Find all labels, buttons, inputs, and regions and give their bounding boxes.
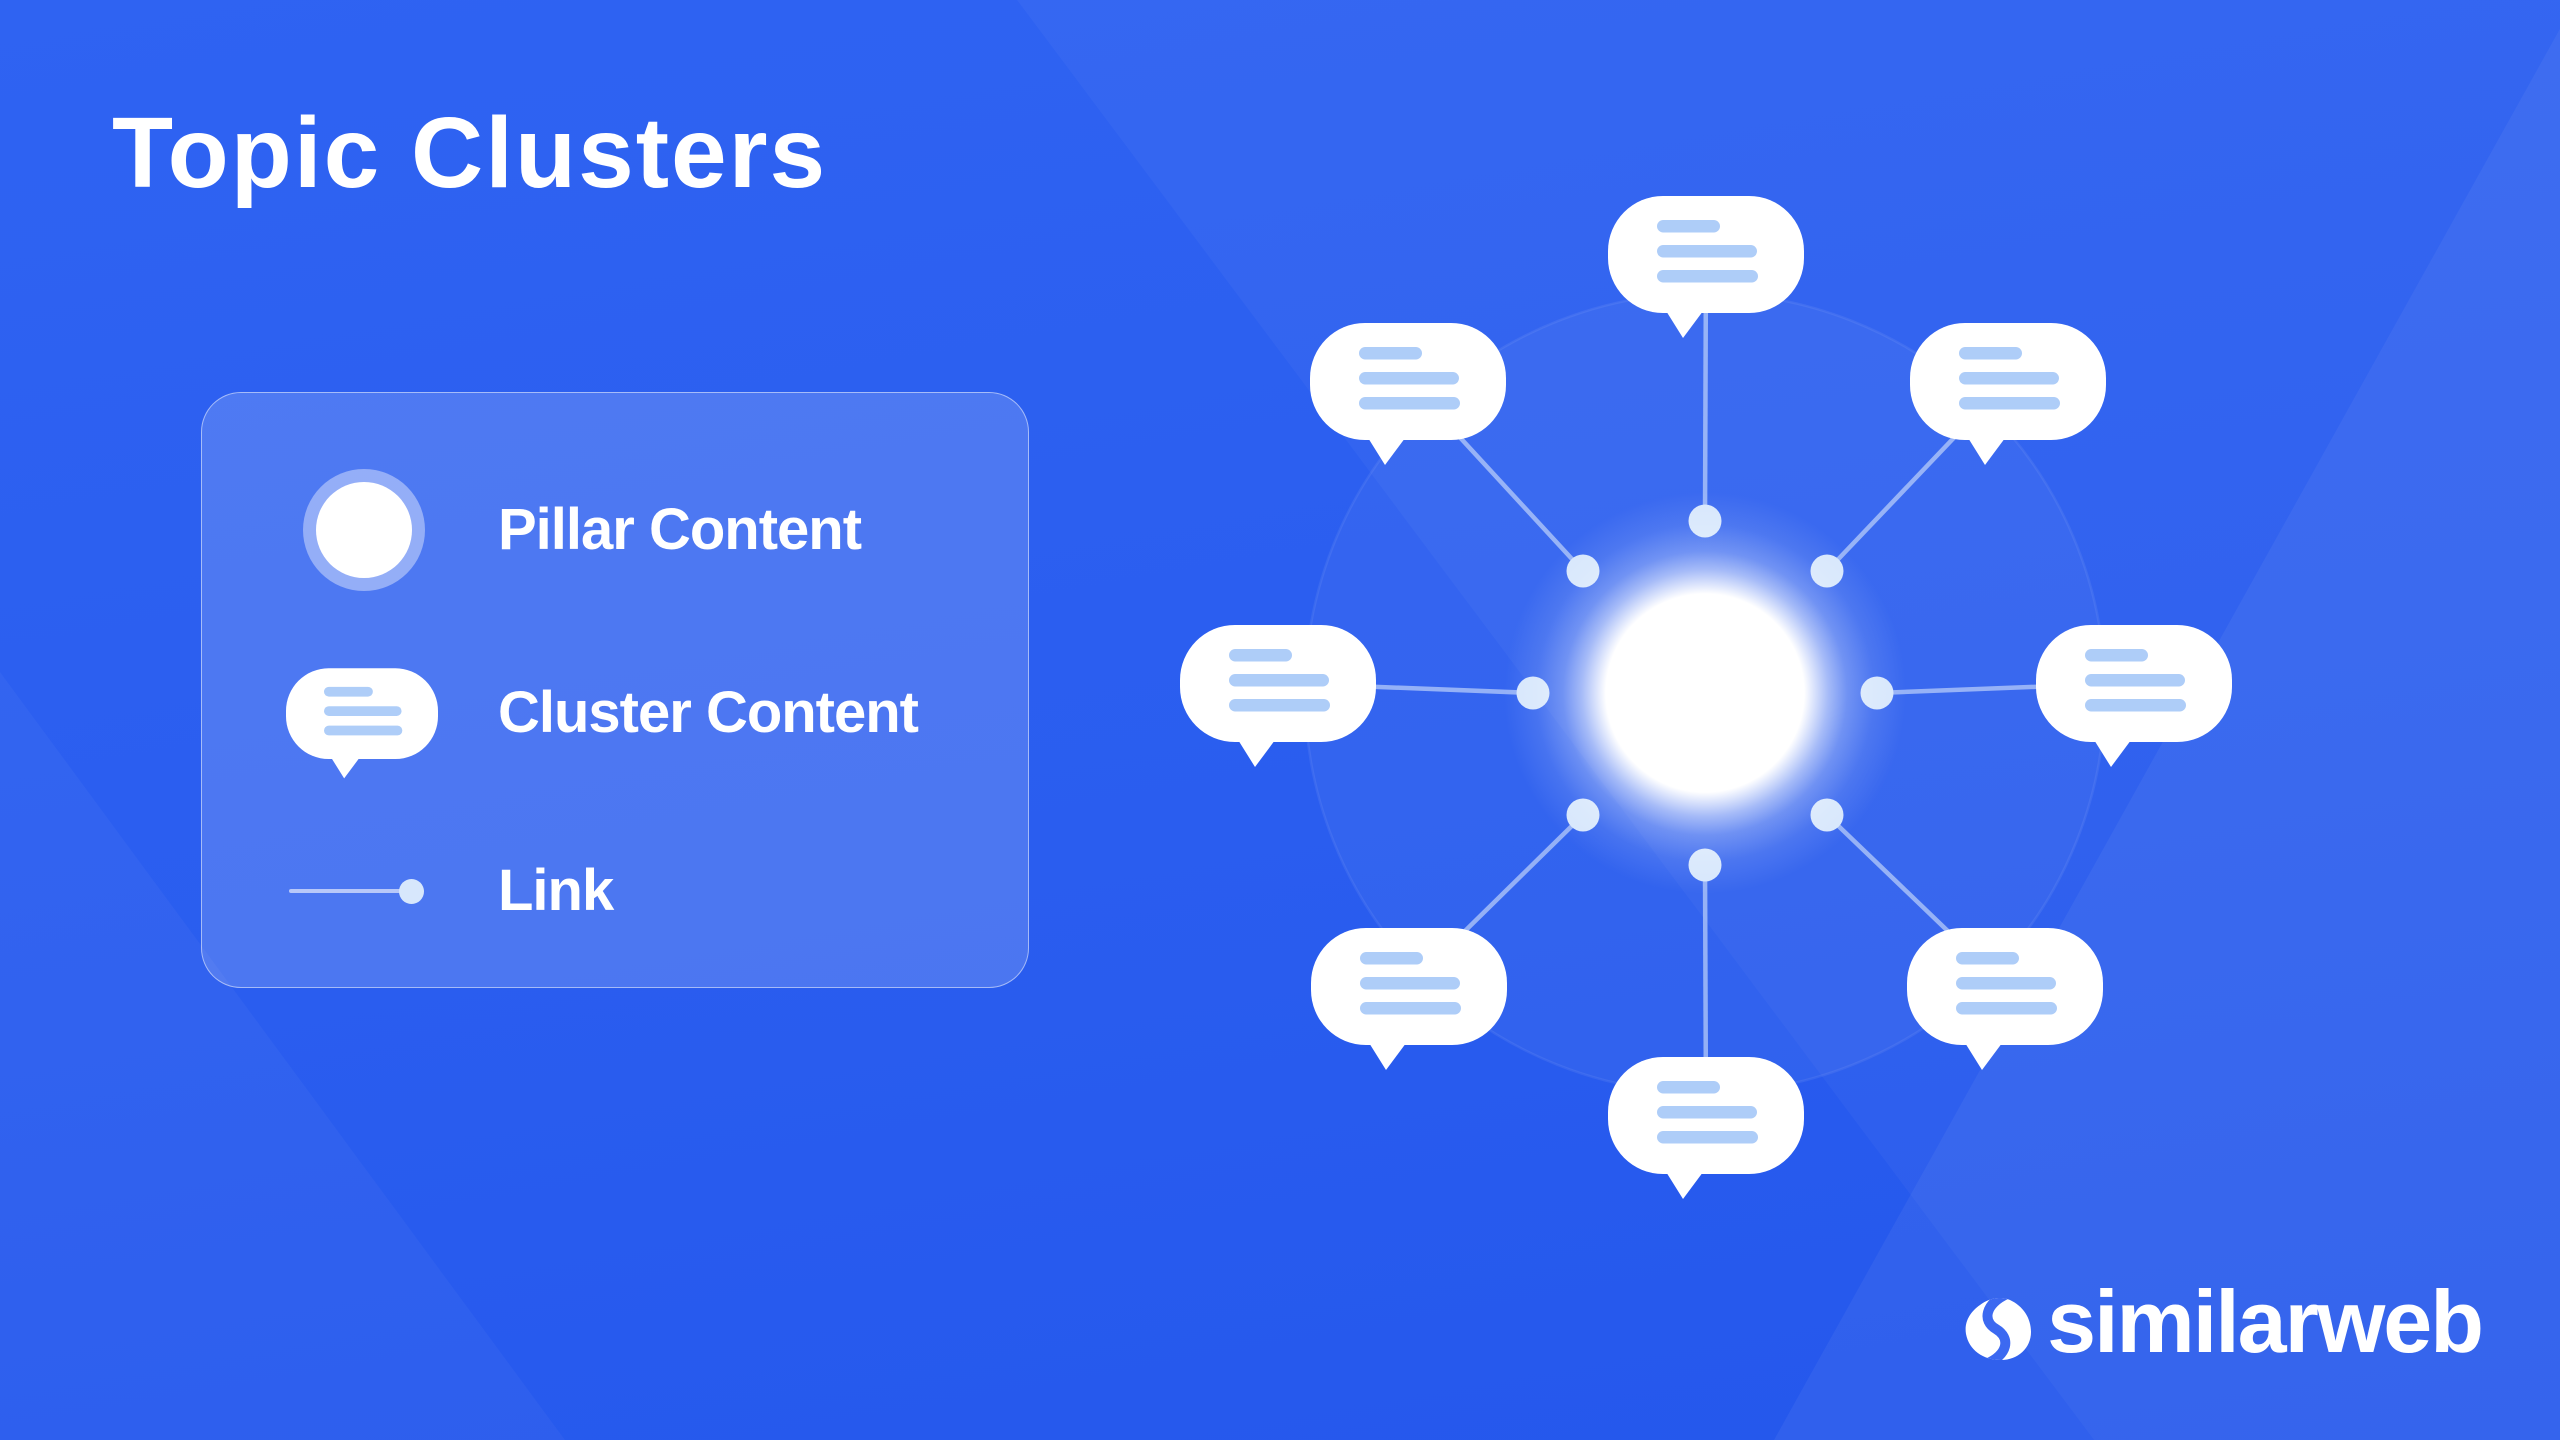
- legend-label-cluster: Cluster Content: [498, 680, 919, 745]
- cluster-bubble-ne: [1910, 323, 2106, 465]
- link-dot-n: [1688, 504, 1722, 538]
- link-dot-nw: [1566, 554, 1600, 588]
- link-lines: [1277, 253, 2135, 1116]
- legend-label-pillar: Pillar Content: [498, 497, 862, 562]
- link-line-s: [1702, 864, 1709, 1116]
- pillar-glow: [1437, 425, 1973, 961]
- link-line-n: [1702, 253, 1709, 522]
- page-title: Topic Clusters: [112, 97, 828, 209]
- cluster-bubble-s: [1608, 1057, 1804, 1199]
- link-line-w: [1277, 680, 1534, 696]
- link-dot-e: [1860, 676, 1894, 710]
- similarweb-wordmark: similarweb: [2047, 1272, 2484, 1372]
- link-dot-se: [1810, 798, 1844, 832]
- similarweb-logo: similarweb: [1965, 1272, 2484, 1372]
- link-dot-s: [1688, 848, 1722, 882]
- legend-panel: Pillar Content Cluster Content Link: [201, 392, 1029, 988]
- link-line-ne: [1825, 379, 2010, 573]
- similarweb-logo-icon: [1965, 1298, 2032, 1360]
- cluster-bubble-sw: [1311, 928, 1507, 1070]
- link-dots: [1516, 504, 1894, 882]
- link-dot-ne: [1810, 554, 1844, 588]
- link-line-se: [1825, 813, 2007, 988]
- link-line-e: [1876, 680, 2135, 696]
- link-line-nw: [1406, 379, 1585, 573]
- link-line-bar: [289, 889, 416, 893]
- link-dot-sw: [1566, 798, 1600, 832]
- diagram-halo-ring: [1303, 291, 2107, 1095]
- link-line-sw: [1407, 813, 1585, 988]
- link-dot-w: [1516, 676, 1550, 710]
- cluster-bubble-nw: [1310, 323, 1506, 465]
- link-line-icon: [289, 878, 449, 904]
- pillar-circle-icon: [316, 482, 412, 578]
- cluster-bubble-w: [1180, 625, 1376, 767]
- legend-label-link: Link: [498, 858, 614, 923]
- cluster-bubble-n: [1608, 196, 1804, 338]
- cluster-bubble-se: [1907, 928, 2103, 1070]
- speech-bubble-icon: [286, 668, 438, 779]
- pillar-node: [1606, 594, 1804, 792]
- cluster-bubble-e: [2036, 625, 2232, 767]
- link-end-dot: [399, 878, 424, 904]
